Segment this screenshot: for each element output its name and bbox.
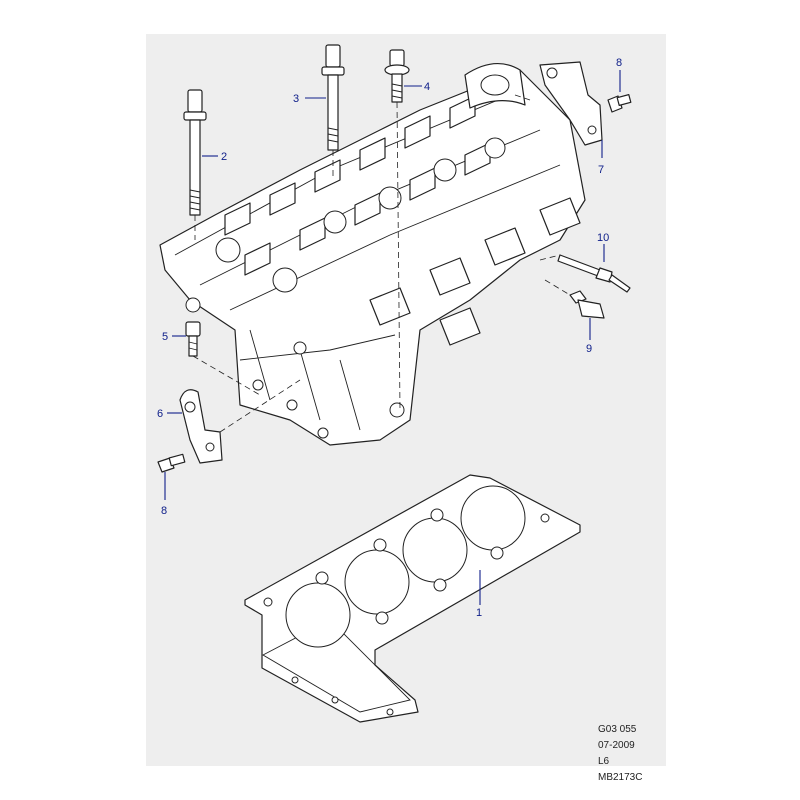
svg-text:5: 5 [162,331,168,343]
callout-4: 4 [404,81,430,93]
svg-text:2: 2 [221,151,227,163]
callout-8-upper: 8 [616,57,622,92]
bracket-bolt-upper [607,93,632,113]
ref-date: 07-2009 [598,740,635,751]
head-bolt-long [183,89,207,216]
svg-text:4: 4 [424,81,430,93]
svg-text:3: 3 [293,93,299,105]
fitment-lines [192,94,571,433]
temperature-sensor [569,290,605,319]
glow-plug [557,254,631,293]
callout-10: 10 [597,232,609,262]
svg-text:1: 1 [476,607,482,619]
callout-5: 5 [162,331,186,343]
svg-text:8: 8 [616,57,622,69]
callout-2: 2 [202,151,227,163]
cylinder-head [159,63,586,446]
callout-3: 3 [293,93,326,105]
svg-text:6: 6 [157,408,163,420]
callout-7: 7 [598,140,604,176]
cylinder-head-gasket [244,474,581,723]
svg-text:7: 7 [598,164,604,176]
short-bolt [185,321,201,357]
callout-8-lower: 8 [161,472,167,517]
ref-code: G03 055 [598,724,637,735]
lifting-bracket-front [179,389,223,464]
callout-6: 6 [157,408,182,420]
callout-1: 1 [476,570,482,619]
ref-drawing-number: MB2173C [598,772,643,783]
svg-text:9: 9 [586,343,592,355]
svg-text:8: 8 [161,505,167,517]
callout-9: 9 [586,318,592,355]
ref-variant: L6 [598,756,610,767]
bracket-bolt-lower [157,453,186,473]
svg-text:10: 10 [597,232,609,244]
flange-bolt [384,49,410,103]
